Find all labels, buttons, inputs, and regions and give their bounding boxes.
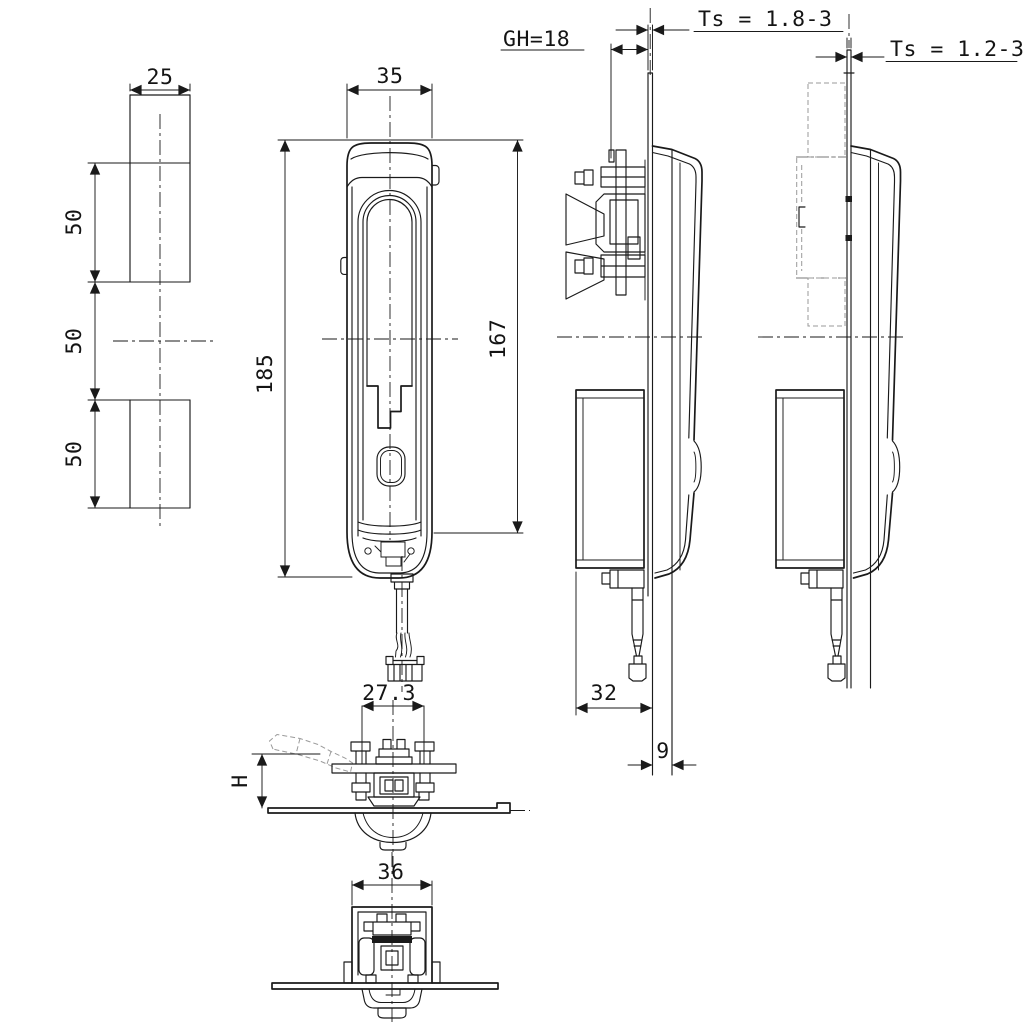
grip-recess-inner — [366, 198, 413, 387]
panel-b — [843, 49, 855, 689]
cutout-view: 25 50 50 50 — [62, 65, 214, 526]
ghost-cutout — [796, 82, 852, 327]
bottom-dome-inner — [368, 988, 416, 1003]
panel-pin-1 — [845, 196, 852, 202]
latch-hook-cutout — [366, 385, 413, 429]
section-walls — [361, 705, 425, 765]
cutout-seg1-label: 50 — [62, 209, 87, 236]
section-width-label: 27.3 — [362, 681, 416, 706]
front-view: 35 185 167 — [253, 64, 524, 692]
recess-bottom-cap — [357, 521, 422, 542]
bottom-panel — [271, 982, 499, 990]
cam-crossbar — [331, 763, 457, 774]
ts-a-label: Ts = 1.8-3 — [698, 7, 832, 32]
latch-block-a — [601, 569, 645, 589]
handle-side-bottom — [654, 492, 695, 579]
lock-button-outer — [376, 446, 406, 487]
handle-side-inner — [651, 151, 697, 574]
cam-top-stack — [375, 738, 413, 765]
handle-cap-line2 — [346, 176, 433, 188]
h-label: H — [228, 774, 253, 787]
panel-pin-2 — [845, 235, 852, 241]
actuator-rod-a — [631, 587, 644, 657]
handle-outline — [346, 142, 433, 579]
case-box-a — [575, 389, 645, 569]
clamp-stem — [615, 149, 627, 296]
pivot-pin-right — [431, 164, 440, 186]
lock-dome-inner-b — [892, 451, 895, 483]
case-box-b-inner — [775, 397, 845, 561]
cutout-width-label: 25 — [147, 65, 174, 90]
handle-side-inner-b — [850, 151, 896, 574]
bottom-cam-parts — [365, 945, 419, 984]
clamp-wings — [565, 193, 605, 300]
actuator-plug-a — [628, 655, 647, 682]
ghost-bracket — [798, 206, 806, 228]
cutout-seg2-label: 50 — [62, 328, 87, 355]
actuator-rod-b — [830, 587, 843, 657]
grip-recess-outer — [357, 189, 422, 537]
handle-inner-wall — [351, 186, 428, 574]
stud-right — [414, 741, 435, 801]
clamp-body — [595, 193, 646, 253]
ts-b-ext — [846, 37, 852, 49]
ghost-rect-bottom — [807, 277, 846, 327]
lock-dome-inner-a — [693, 451, 697, 483]
cable-connector — [385, 655, 425, 682]
front-width-ext — [346, 83, 433, 139]
front-width-label: 35 — [377, 64, 404, 89]
handle-side-top — [651, 145, 703, 441]
pivot-pin-left — [340, 256, 348, 275]
handle-cap-line1 — [350, 152, 429, 160]
ts-b-label: Ts = 1.2-3 — [890, 37, 1024, 62]
offset-label: 9 — [656, 739, 669, 764]
bottom-view: 36 — [271, 852, 499, 1022]
actuator-plug-b — [827, 655, 846, 682]
screw-left — [364, 547, 372, 555]
bottom-slot-left — [358, 937, 375, 976]
front-inner-height-label: 167 — [486, 319, 511, 359]
bottom-housing-inner — [357, 911, 427, 976]
lock-dome-side-a — [693, 440, 702, 493]
front-height-label: 185 — [253, 354, 278, 394]
cable-tube — [395, 588, 409, 634]
ghost-rect-top — [807, 82, 846, 158]
side-view-b: Ts = 1.2-3 — [758, 14, 1024, 689]
cutout-section-lines — [87, 162, 191, 509]
bottom-dome-cap — [377, 1007, 407, 1019]
lock-button-inner — [380, 450, 402, 483]
bottom-connector — [363, 913, 421, 936]
section-panel — [267, 802, 511, 814]
clamp-assembly — [565, 149, 646, 301]
handle-side-top-b — [850, 145, 902, 441]
ghost-open-lever — [268, 733, 354, 773]
case-box-a-inner — [575, 397, 645, 561]
cable-wires — [395, 632, 412, 658]
side-view-a: GH=18 Ts = 1.8-3 32 9 — [500, 7, 844, 776]
screw-right — [407, 547, 415, 555]
cam-base — [367, 796, 421, 807]
lock-dome-side-b — [891, 440, 901, 493]
cutout-seg3-label: 50 — [62, 441, 87, 468]
bottom-dark-bar — [372, 936, 412, 943]
handle-side-bottom-b — [852, 492, 894, 579]
mechanism-detail — [374, 541, 411, 567]
bottom-width-label: 36 — [378, 860, 405, 885]
latch-block-b — [800, 569, 844, 589]
cutout-side-edges — [129, 94, 191, 509]
depth-label: 32 — [591, 681, 618, 706]
bottom-slot-right — [409, 937, 426, 976]
cable-gland — [390, 573, 414, 590]
section-view: 27.3 H — [228, 681, 530, 868]
grip-label: GH=18 — [503, 27, 570, 52]
panel-a-rear — [647, 72, 654, 776]
cam-body — [373, 772, 415, 798]
case-box-b — [775, 389, 845, 569]
stud-left — [350, 741, 371, 801]
grip-recess-mid — [362, 194, 417, 521]
